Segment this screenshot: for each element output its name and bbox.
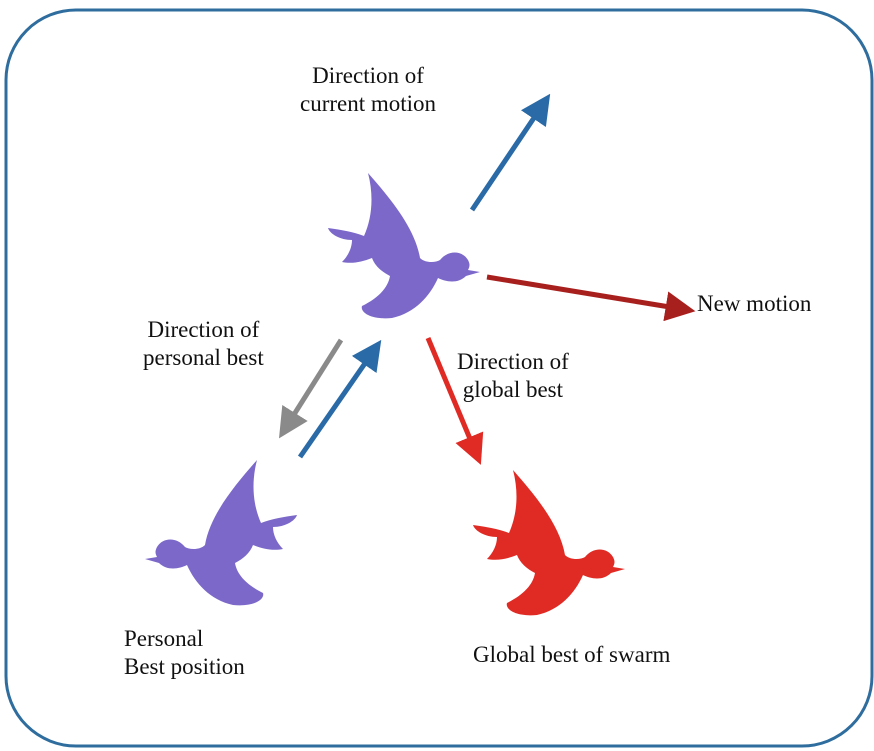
label-current-motion-line1: Direction of: [300, 62, 436, 90]
label-global-best-direction: Direction of global best: [457, 348, 569, 404]
label-global-best-of-swarm: Global best of swarm: [473, 641, 670, 669]
arrow-current-motion: [472, 100, 546, 210]
global-best-bird: [473, 470, 625, 615]
label-current-motion-line2: current motion: [300, 90, 436, 118]
label-global-best-direction-line2: global best: [457, 376, 569, 404]
label-personal-best-position-line2: Best position: [124, 653, 245, 681]
label-personal-best-position: Personal Best position: [124, 625, 245, 681]
label-current-motion: Direction of current motion: [300, 62, 436, 118]
label-new-motion: New motion: [697, 290, 811, 318]
arrow-new-motion: [487, 277, 688, 310]
label-personal-best-direction: Direction of personal best: [143, 316, 264, 372]
arrow-toward-personal-best: [283, 340, 341, 432]
label-global-best-direction-line1: Direction of: [457, 348, 569, 376]
personal-best-bird: [145, 460, 297, 605]
current-particle-bird: [328, 173, 480, 318]
label-personal-best-position-line1: Personal: [124, 625, 245, 653]
arrow-from-personal-best: [300, 346, 377, 457]
label-personal-best-direction-line1: Direction of: [143, 316, 264, 344]
label-personal-best-direction-line2: personal best: [143, 344, 264, 372]
